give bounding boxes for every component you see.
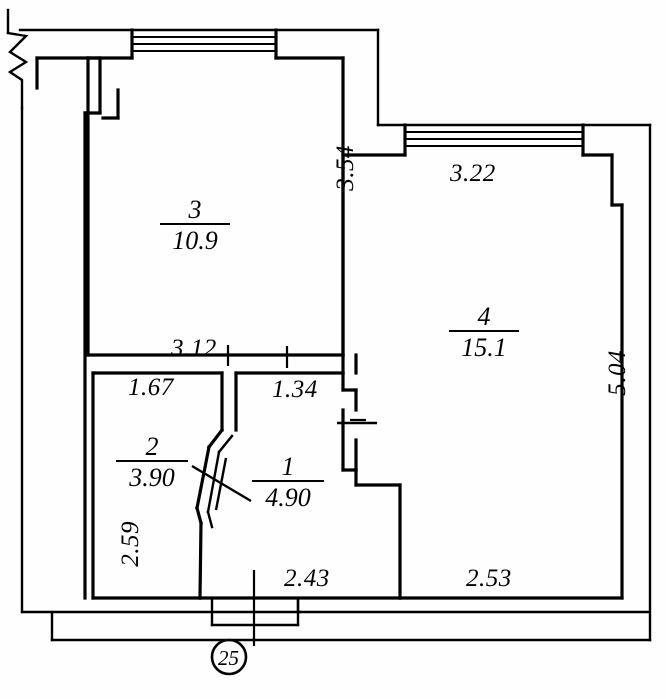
room-number-3: 3 [188, 195, 202, 224]
room-label-1: 1 4.90 [252, 453, 324, 513]
room-label-2: 2 3.90 [116, 433, 188, 493]
room-area-4: 15.1 [449, 330, 519, 363]
dimension-1-34: 1.34 [272, 376, 318, 403]
room-number-2: 2 [145, 432, 159, 461]
structural-walls [35, 28, 624, 600]
dimension-ticks [226, 345, 366, 646]
outer-boundary [6, 8, 652, 642]
dimension-2-53: 2.53 [466, 565, 512, 592]
dimension-3-22: 3.22 [450, 160, 496, 187]
dimension-1-67: 1.67 [128, 374, 174, 401]
dimension-3-54: 3.54 [332, 145, 359, 191]
room-area-2: 3.90 [116, 460, 188, 493]
room-label-4: 4 15.1 [449, 303, 519, 363]
dimension-3-12: 3.12 [171, 335, 217, 362]
dimension-5-04: 5.04 [604, 350, 631, 396]
apartment-marker [210, 638, 248, 676]
apartment-marker-number: 25 [218, 646, 239, 670]
dimension-2-43: 2.43 [284, 565, 330, 592]
room-area-1: 4.90 [252, 480, 324, 513]
interior-partitions [91, 353, 402, 600]
room-number-1: 1 [281, 452, 295, 481]
room-label-3: 3 10.9 [160, 196, 230, 256]
room-number-4: 4 [477, 302, 491, 331]
dimension-2-59: 2.59 [117, 521, 144, 567]
room-area-3: 10.9 [160, 223, 230, 256]
